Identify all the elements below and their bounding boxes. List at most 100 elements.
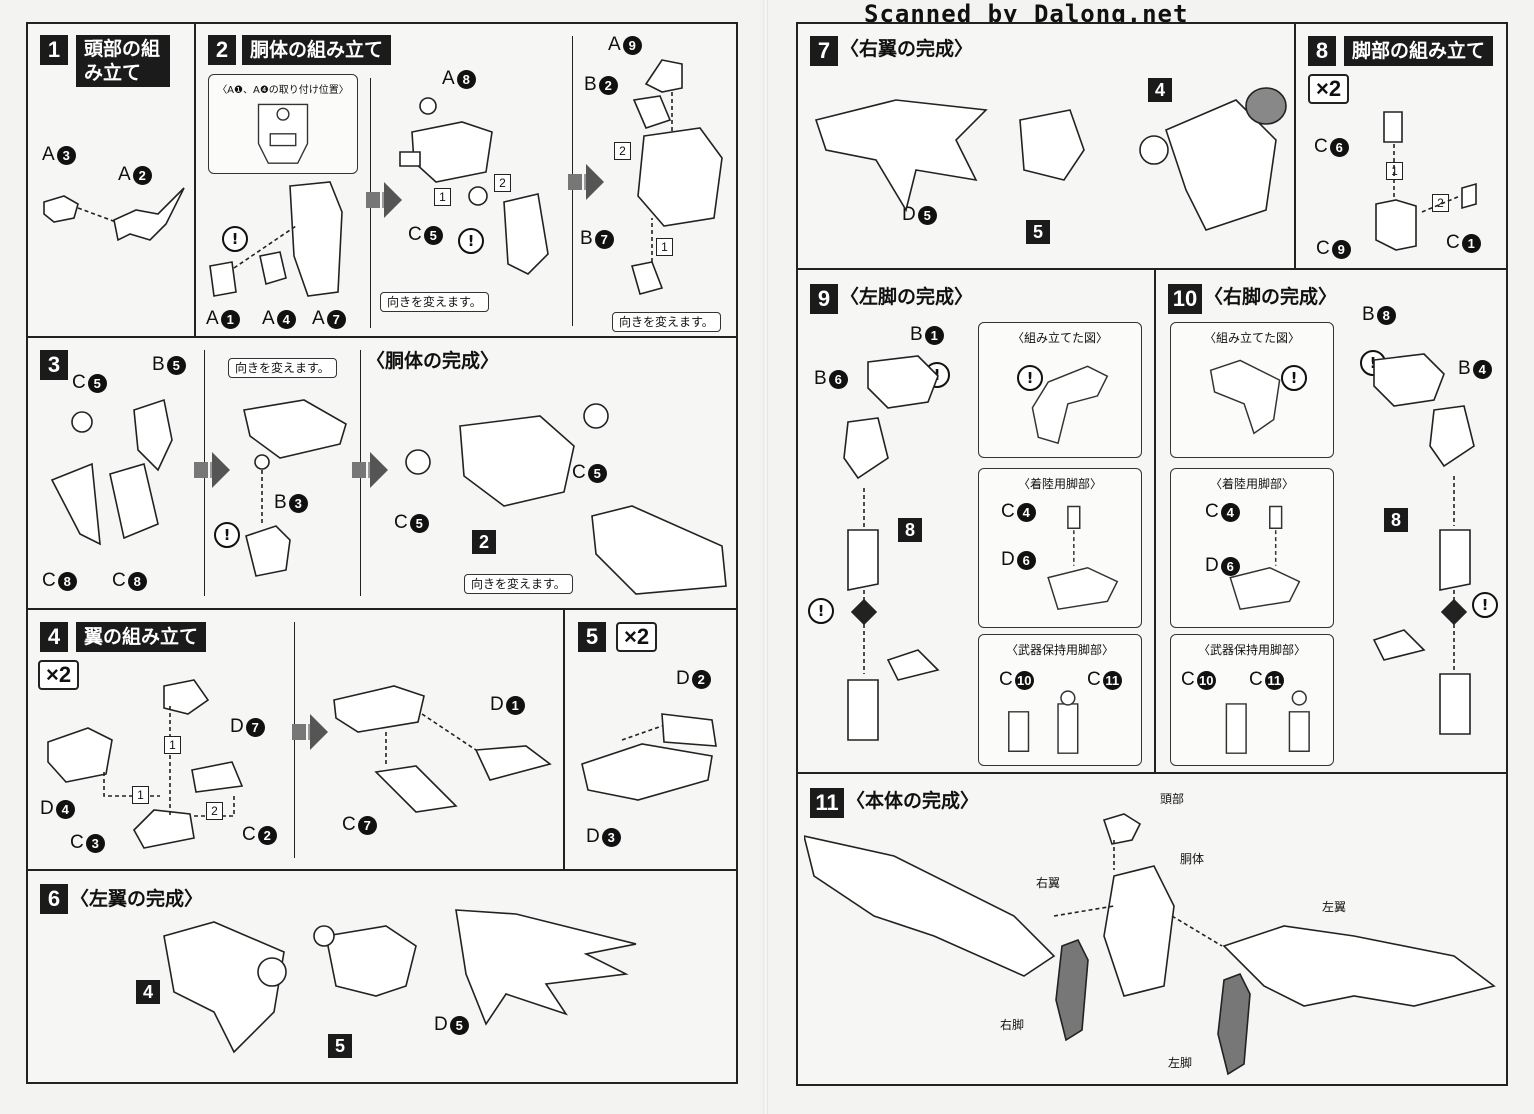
page-fold bbox=[763, 0, 768, 1114]
box-label: 〈武器保持用脚部〉 bbox=[1005, 643, 1114, 657]
torso-parts-drawing bbox=[200, 176, 350, 306]
divider bbox=[1294, 22, 1296, 268]
step-arrow-icon bbox=[194, 452, 230, 488]
right-wing-drawing bbox=[806, 70, 1292, 260]
torso-assembly-drawing bbox=[392, 92, 562, 282]
divider bbox=[294, 622, 295, 858]
caution-icon: ! bbox=[222, 226, 248, 252]
step-number: 5 bbox=[578, 622, 606, 652]
step-reference: 4 bbox=[1148, 78, 1172, 102]
divider bbox=[26, 869, 738, 871]
turn-note: 向きを変えます。 bbox=[228, 358, 337, 378]
quantity-badge: ×2 bbox=[616, 622, 658, 652]
step-number: 11 bbox=[810, 788, 844, 818]
label-right-leg: 右脚 bbox=[1000, 1018, 1025, 1032]
wing-base-drawing bbox=[44, 666, 284, 866]
torso-side-drawing bbox=[236, 386, 356, 586]
sequence-1: 1 bbox=[132, 786, 149, 804]
caution-icon: ! bbox=[1017, 365, 1043, 391]
label-body: 胴体 bbox=[1180, 852, 1205, 866]
step-arrow-icon bbox=[352, 452, 388, 488]
step-reference: 2 bbox=[472, 530, 496, 554]
sequence-1: 1 bbox=[164, 736, 181, 754]
divider bbox=[563, 608, 565, 869]
step-subtitle: 〈左脚の完成〉 bbox=[840, 286, 974, 308]
step-title: 翼の組み立て bbox=[76, 622, 207, 652]
sequence-1: 1 bbox=[656, 238, 673, 256]
caution-icon: ! bbox=[1281, 365, 1307, 391]
turn-note: 向きを変えます。 bbox=[612, 312, 721, 332]
step-arrow-icon bbox=[568, 164, 604, 200]
box-label: 〈組み立てた図〉 bbox=[1203, 331, 1300, 345]
full-assembly-drawing bbox=[804, 806, 1504, 1078]
sequence-1: 1 bbox=[434, 188, 451, 206]
step-subtitle: 〈右翼の完成〉 bbox=[840, 38, 974, 60]
divider bbox=[26, 608, 738, 610]
step-number: 8 bbox=[1308, 36, 1336, 66]
torso-back-drawing bbox=[614, 56, 734, 306]
step-number: 2 bbox=[208, 35, 236, 65]
step-reference: 8 bbox=[898, 518, 922, 542]
label-left-wing: 左翼 bbox=[1322, 900, 1347, 914]
step-arrow-icon bbox=[292, 714, 328, 750]
caution-icon: ! bbox=[808, 598, 834, 624]
left-wing-drawing bbox=[156, 896, 646, 1072]
step-number: 6 bbox=[40, 884, 68, 914]
label-head: 頭部 bbox=[1160, 792, 1185, 806]
caution-icon: ! bbox=[458, 228, 484, 254]
label-right-wing: 右翼 bbox=[1036, 876, 1061, 890]
sequence-2: 2 bbox=[494, 174, 511, 192]
step-subtitle: 〈右脚の完成〉 bbox=[1204, 286, 1338, 308]
divider bbox=[796, 268, 1508, 270]
step-title: 頭部の組み立て bbox=[76, 35, 170, 87]
sequence-2: 2 bbox=[614, 142, 631, 160]
box-label: 〈組み立てた図〉 bbox=[1011, 331, 1108, 345]
step-reference: 4 bbox=[136, 980, 160, 1004]
quantity-badge: ×2 bbox=[38, 660, 80, 690]
inset-label: 〈A❶、A❹の取り付け位置〉 bbox=[217, 85, 349, 96]
box-label: 〈着陸用脚部〉 bbox=[1017, 477, 1102, 491]
divider bbox=[26, 336, 738, 338]
step-title: 脚部の組み立て bbox=[1344, 36, 1494, 66]
step-number: 10 bbox=[1168, 284, 1202, 314]
caution-icon: ! bbox=[214, 522, 240, 548]
divider bbox=[796, 772, 1508, 774]
step-number: 1 bbox=[40, 35, 68, 65]
sequence-2: 2 bbox=[206, 802, 223, 820]
turn-note: 向きを変えます。 bbox=[464, 574, 573, 594]
